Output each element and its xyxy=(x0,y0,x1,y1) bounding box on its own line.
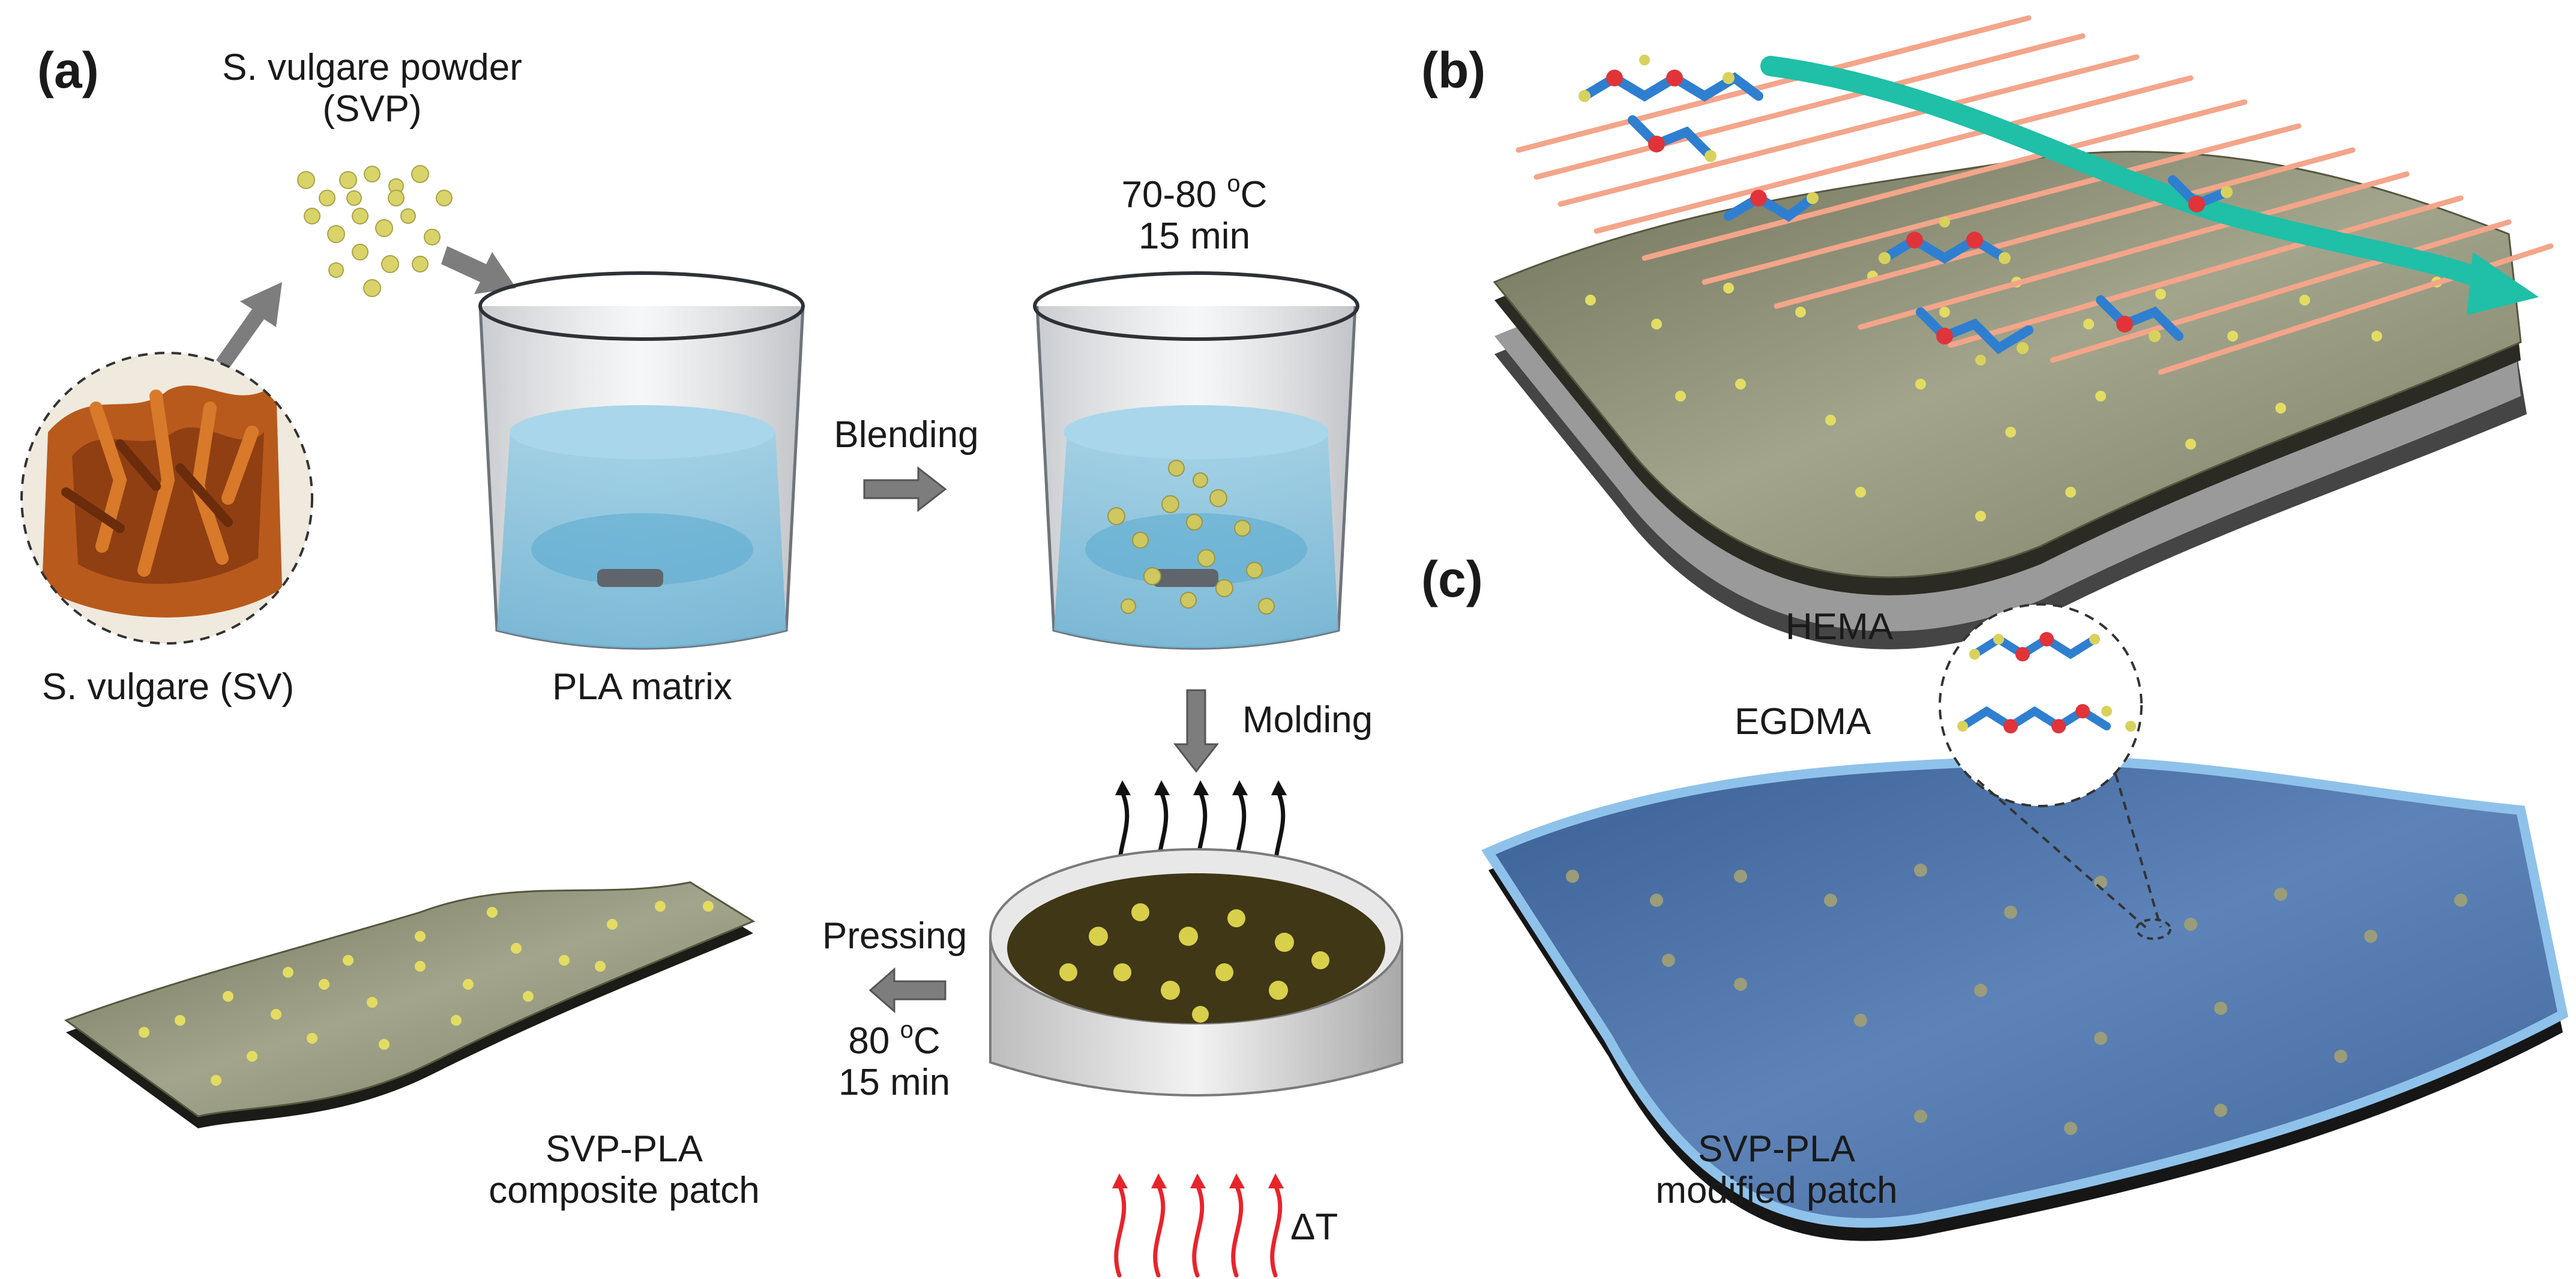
temp-value-1: 70-80 xyxy=(1121,174,1217,215)
svp-label-line1: S. vulgare powder xyxy=(222,47,522,88)
delta-t-label: ΔT xyxy=(1290,1206,1338,1248)
temp-value-2: 80 xyxy=(848,1020,890,1062)
svp-label: S. vulgare powder (SVP) xyxy=(204,47,540,130)
pressing-arrow xyxy=(868,967,946,1014)
temp-time-label-1: 70-80 oC 15 min xyxy=(1068,170,1320,257)
modified-patch-label-line2: modified patch xyxy=(1655,1170,1898,1212)
time-label-2: 15 min xyxy=(838,1062,951,1104)
uv-lines-icon xyxy=(1515,15,2554,375)
modified-patch-label-line1: SVP-PLA xyxy=(1698,1128,1855,1170)
temp-unit-1: C xyxy=(1240,174,1268,215)
hema-label: HEMA xyxy=(1786,606,1894,648)
composite-patch-label-line2: composite patch xyxy=(489,1170,760,1212)
panel-label-c: (c) xyxy=(1421,551,1483,607)
seaweed-photo xyxy=(20,352,313,645)
zoom-molecule-circle xyxy=(1939,603,2171,940)
heat-arrows-icon xyxy=(1114,1183,1283,1278)
beaker-with-particles-icon xyxy=(1033,271,1359,650)
blending-label: Blending xyxy=(834,414,979,456)
temp-time-label-2: 80 oC 15 min xyxy=(822,1017,966,1104)
process-arrow-icon xyxy=(216,246,516,370)
panel-label-b: (b) xyxy=(1421,42,1486,98)
degree-symbol-2: o xyxy=(900,1017,913,1043)
pressing-label: Pressing xyxy=(822,915,968,957)
blending-arrow xyxy=(863,466,947,513)
sv-label: S. vulgare (SV) xyxy=(41,666,295,708)
molecule-icon xyxy=(1578,55,2233,366)
composite-patch-label-line1: SVP-PLA xyxy=(546,1128,703,1170)
temp-label-2: 80 oC xyxy=(822,1017,966,1062)
composite-patch-label: SVP-PLA composite patch xyxy=(462,1128,786,1212)
svp-label-line2: (SVP) xyxy=(322,88,422,130)
petri-dish-icon xyxy=(989,848,1403,1097)
temp-unit-2: C xyxy=(913,1020,940,1062)
composite-patch-icon xyxy=(64,881,756,1128)
molding-label: Molding xyxy=(1242,699,1373,741)
pla-matrix-label: PLA matrix xyxy=(552,666,732,708)
degree-symbol-1: o xyxy=(1227,170,1241,197)
temp-label-1: 70-80 oC xyxy=(1068,170,1320,215)
panel-label-a: (a) xyxy=(37,42,99,98)
beaker-icon xyxy=(478,271,805,650)
patch-c-icon xyxy=(1481,755,2569,1241)
svp-powder-icon xyxy=(297,165,453,297)
egdma-label: EGDMA xyxy=(1735,701,1871,742)
modified-patch-label: SVP-PLA modified patch xyxy=(1621,1128,1933,1212)
molding-arrow xyxy=(1173,689,1220,773)
time-label-1: 15 min xyxy=(1138,215,1251,257)
patch-b-icon xyxy=(1493,151,2527,649)
